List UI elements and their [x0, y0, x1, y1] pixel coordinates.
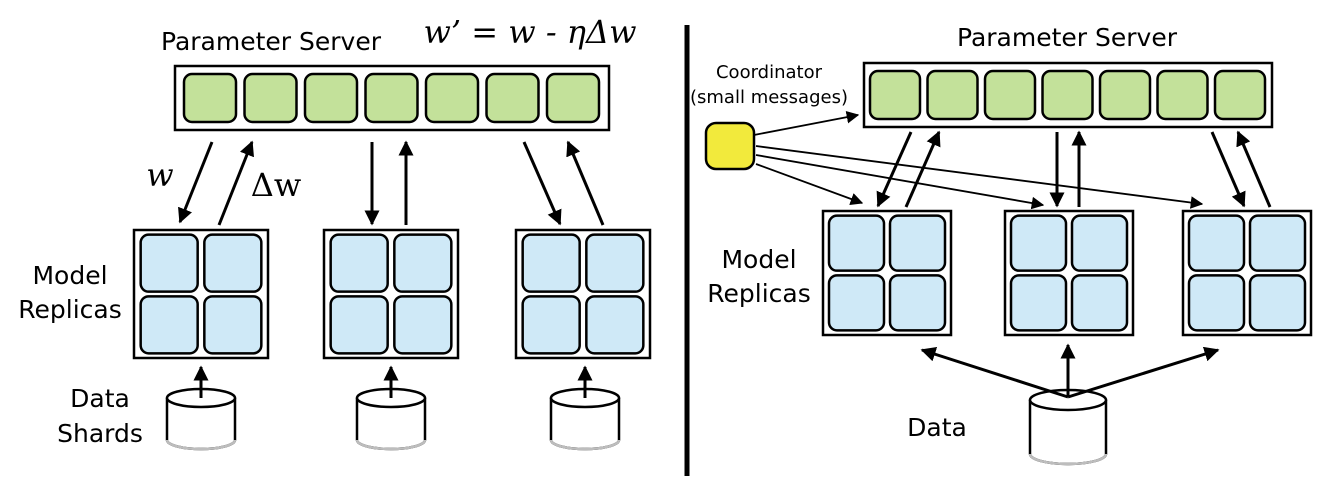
- left-model-label-line1: Model: [32, 261, 107, 290]
- coordinator-to-replica-2-arrow: [755, 154, 1045, 210]
- right-parameter-cells: [868, 69, 1267, 121]
- left-model-label-line2: Replicas: [18, 295, 121, 324]
- replica-cell: [888, 274, 947, 332]
- model-replica: [1181, 209, 1313, 337]
- update-rule-formula: w’ = w - ηΔw: [424, 13, 637, 51]
- data-shards-label-line1: Data: [70, 384, 130, 413]
- replica-cell: [1187, 214, 1246, 272]
- right-panel: Parameter Server Coordinator (small mess…: [690, 23, 1313, 466]
- parameter-cell: [1041, 69, 1094, 121]
- cylinder-base: [355, 439, 427, 451]
- parameter-cell: [182, 72, 238, 124]
- replica-cell: [1009, 274, 1068, 332]
- left-model-replicas: [132, 228, 652, 360]
- data-shard: [355, 387, 427, 451]
- coordinator-to-replica-1-arrow: [755, 163, 864, 205]
- coordinator-to-server-arrow: [753, 110, 860, 136]
- weights-down-arrow-1: [178, 141, 214, 224]
- model-replica: [322, 228, 460, 360]
- replica-cell: [1248, 214, 1307, 272]
- replica-cell: [1248, 274, 1307, 332]
- parameter-cell: [243, 72, 298, 124]
- parameter-cell: [364, 72, 419, 124]
- replica-cell: [1187, 274, 1246, 332]
- replica-cell: [827, 214, 886, 272]
- replica-cell: [203, 233, 263, 293]
- parameter-cell: [424, 72, 480, 124]
- gradient-label: Δw: [251, 166, 302, 204]
- replica-cell: [585, 233, 645, 293]
- model-replica: [821, 209, 953, 337]
- gradient-up-arrow-3: [566, 140, 605, 226]
- parameter-cell: [303, 72, 359, 124]
- left-panel: Parameter Server w’ = w - ηΔw w Δw Model…: [18, 13, 652, 451]
- replica-cell: [139, 295, 199, 355]
- replica-cell: [827, 274, 886, 332]
- left-parameter-cells: [182, 72, 601, 124]
- coordinator-to-replica-3-arrow: [755, 145, 1204, 209]
- data-label: Data: [907, 413, 967, 442]
- parameter-cell: [983, 69, 1037, 121]
- coordinator-label: Coordinator: [716, 62, 823, 83]
- replica-cell: [888, 214, 947, 272]
- right-data-store: [1028, 388, 1108, 466]
- model-replica: [1003, 209, 1135, 337]
- replica-cell: [521, 295, 581, 355]
- cylinder-base: [549, 439, 621, 451]
- right-parameter-server-title: Parameter Server: [957, 23, 1178, 52]
- right-weights-down-arrow-1: [876, 131, 913, 208]
- parameter-cell: [545, 72, 601, 124]
- right-model-label-line2: Replicas: [707, 279, 810, 308]
- replica-cell: [585, 295, 645, 355]
- parameter-cell: [1213, 69, 1267, 121]
- parameter-cell: [1098, 69, 1152, 121]
- right-model-label-line1: Model: [721, 245, 796, 274]
- replica-cell: [329, 295, 389, 355]
- replica-cell: [1009, 214, 1068, 272]
- replica-cell: [203, 295, 263, 355]
- replica-cell: [521, 233, 581, 293]
- left-data-shards: [165, 365, 621, 451]
- coordinator-sublabel: (small messages): [690, 87, 848, 108]
- right-weights-down-arrow-3: [1210, 131, 1246, 208]
- parameter-cell: [868, 69, 922, 121]
- right-gradient-up-arrow-1: [904, 130, 941, 208]
- replica-cell: [393, 295, 453, 355]
- cylinder-base: [1028, 453, 1108, 466]
- left-parameter-server-title: Parameter Server: [161, 27, 382, 56]
- replica-cell: [139, 233, 199, 293]
- coordinator-node: [704, 121, 756, 171]
- data-store: [1028, 388, 1108, 466]
- replica-cell: [393, 233, 453, 293]
- data-shards-label-line2: Shards: [57, 419, 143, 448]
- data-to-replica-3-arrow: [1067, 346, 1220, 399]
- model-replica: [514, 228, 652, 360]
- gradient-up-arrow-1: [217, 140, 254, 226]
- right-model-replicas: [821, 209, 1313, 337]
- cylinder-base: [165, 439, 237, 451]
- weights-down-arrow-3: [522, 141, 562, 226]
- parameter-cell: [926, 69, 979, 121]
- parameter-cell: [485, 72, 540, 124]
- model-replica: [132, 228, 270, 360]
- replica-cell: [1070, 214, 1129, 272]
- data-to-replica-1-arrow: [920, 346, 1069, 399]
- replica-cell: [329, 233, 389, 293]
- weights-label: w: [146, 156, 173, 194]
- parameter-cell: [1156, 69, 1209, 121]
- right-gradient-up-arrow-3: [1236, 130, 1272, 208]
- replica-cell: [1070, 274, 1129, 332]
